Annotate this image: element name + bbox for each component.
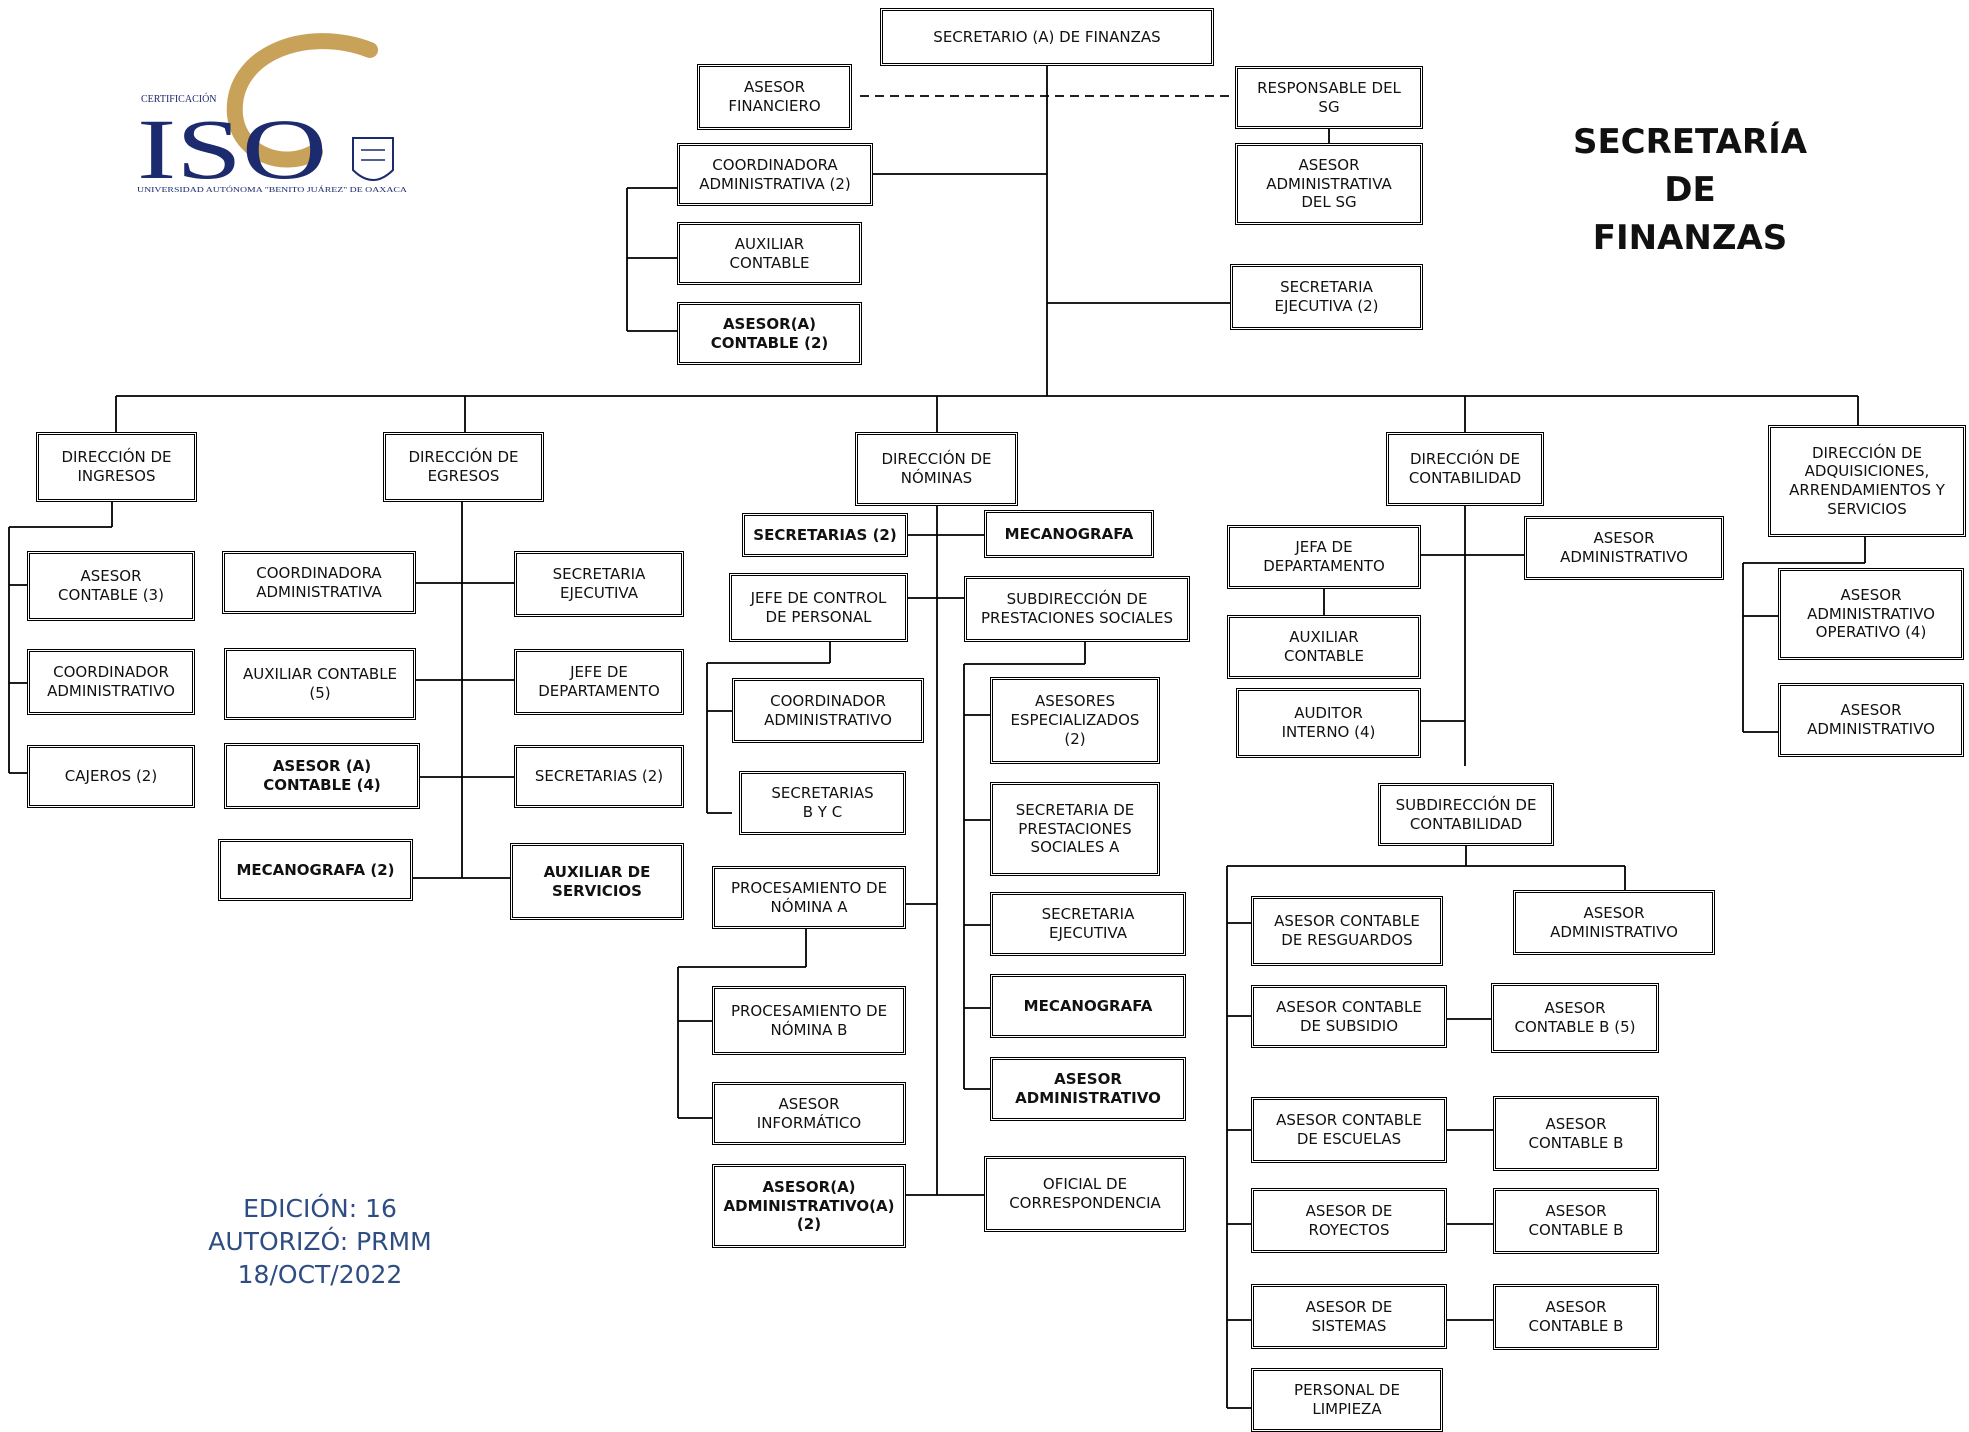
node-dir-egresos: DIRECCIÓN DE EGRESOS (383, 432, 544, 502)
node-con-asesor-subsidio: ASESOR CONTABLE DE SUBSIDIO (1251, 985, 1447, 1048)
node-auxiliar-contable-top: AUXILIAR CONTABLE (677, 222, 862, 285)
node-egr-asesor-contable: ASESOR (A) CONTABLE (4) (224, 743, 420, 809)
node-ing-cajeros: CAJEROS (2) (27, 745, 195, 808)
node-nom-asesor-informatico: ASESOR INFORMÁTICO (712, 1082, 906, 1145)
shield-icon (352, 137, 394, 181)
node-secretario: SECRETARIO (A) DE FINANZAS (880, 8, 1214, 66)
node-dir-ingresos: DIRECCIÓN DE INGRESOS (36, 432, 197, 502)
logo-gold-swoosh (226, 33, 378, 168)
node-nom-proc-a: PROCESAMIENTO DE NÓMINA A (712, 866, 906, 929)
node-ing-asesor-contable: ASESOR CONTABLE (3) (27, 551, 195, 621)
logo-arc-text: CERTIFICACIÓN (141, 93, 217, 105)
node-dir-adquisiciones: DIRECCIÓN DE ADQUISICIONES, ARRENDAMIENT… (1768, 425, 1966, 537)
node-con-asesor-escuelas: ASESOR CONTABLE DE ESCUELAS (1251, 1097, 1447, 1163)
node-con-asesor-b5: ASESOR CONTABLE B (5) (1491, 983, 1659, 1053)
node-egr-coordinadora: COORDINADORA ADMINISTRATIVA (222, 551, 416, 614)
node-nom-secretaria-prest: SECRETARIA DE PRESTACIONES SOCIALES A (990, 782, 1160, 876)
node-con-asesor-admin: ASESOR ADMINISTRATIVO (1524, 516, 1724, 580)
node-asesor-financiero: ASESOR FINANCIERO (697, 64, 852, 130)
node-secretaria-ejecutiva-top: SECRETARIA EJECUTIVA (2) (1230, 264, 1423, 330)
node-con-subdireccion: SUBDIRECCIÓN DE CONTABILIDAD (1378, 783, 1554, 846)
node-dir-contabilidad: DIRECCIÓN DE CONTABILIDAD (1386, 432, 1544, 506)
logo-main-text: ISO (137, 101, 327, 195)
node-con-personal-limpieza: PERSONAL DE LIMPIEZA (1251, 1368, 1443, 1432)
node-egr-auxiliar-contable: AUXILIAR CONTABLE (5) (224, 648, 416, 720)
node-asesor-admin-sg: ASESOR ADMINISTRATIVA DEL SG (1235, 143, 1423, 225)
node-nom-mecanografa: MECANOGRAFA (984, 510, 1154, 558)
node-nom-secretarias: SECRETARIAS (2) (742, 513, 908, 557)
node-nom-proc-b: PROCESAMIENTO DE NÓMINA B (712, 986, 906, 1055)
node-nom-subdireccion: SUBDIRECCIÓN DE PRESTACIONES SOCIALES (964, 576, 1190, 642)
node-nom-asesor-admin2: ASESOR ADMINISTRATIVO (990, 1057, 1186, 1121)
node-nom-coordinador: COORDINADOR ADMINISTRATIVO (732, 678, 924, 743)
authorized-by: AUTORIZÓ: PRMM (208, 1227, 432, 1256)
node-con-jefa-depto: JEFA DE DEPARTAMENTO (1227, 525, 1421, 589)
node-nom-oficial: OFICIAL DE CORRESPONDENCIA (984, 1156, 1186, 1232)
edition-date: 18/OCT/2022 (237, 1260, 403, 1289)
edition-info: EDICIÓN: 16 AUTORIZÓ: PRMM 18/OCT/2022 (170, 1192, 470, 1291)
node-adq-asesor-admin: ASESOR ADMINISTRATIVO (1778, 683, 1964, 757)
iso-certification-logo: CERTIFICACIÓN ISO UNIVERSIDAD AUTÓNOMA "… (137, 33, 407, 195)
node-con-auditor: AUDITOR INTERNO (4) (1236, 688, 1421, 758)
node-nom-mecanografa2: MECANOGRAFA (990, 974, 1186, 1038)
node-asesor-contable-top: ASESOR(A) CONTABLE (2) (677, 302, 862, 365)
page-title: SECRETARÍA DE FINANZAS (1572, 122, 1808, 258)
node-con-asesor-b2: ASESOR CONTABLE B (1493, 1188, 1659, 1254)
node-con-asesor-royectos: ASESOR DE ROYECTOS (1251, 1188, 1447, 1253)
node-nom-asesores-esp: ASESORES ESPECIALIZADOS (2) (990, 677, 1160, 764)
edition-number: EDICIÓN: 16 (243, 1194, 397, 1223)
node-nom-secretaria-ejec: SECRETARIA EJECUTIVA (990, 892, 1186, 956)
node-con-asesor-resguardos: ASESOR CONTABLE DE RESGUARDOS (1251, 896, 1443, 966)
node-con-asesor-sistemas: ASESOR DE SISTEMAS (1251, 1284, 1447, 1349)
node-egr-jefe-depto: JEFE DE DEPARTAMENTO (514, 649, 684, 715)
node-responsable-sg: RESPONSABLE DEL SG (1235, 66, 1423, 129)
node-con-asesor-b1: ASESOR CONTABLE B (1493, 1096, 1659, 1171)
node-egr-auxiliar-servicios: AUXILIAR DE SERVICIOS (510, 843, 684, 920)
node-con-auxiliar: AUXILIAR CONTABLE (1227, 615, 1421, 679)
logo-subtitle: UNIVERSIDAD AUTÓNOMA "BENITO JUÁREZ" DE … (137, 186, 407, 194)
node-con-asesor-b3: ASESOR CONTABLE B (1493, 1284, 1659, 1350)
node-nom-asesor-admin: ASESOR(A) ADMINISTRATIVO(A) (2) (712, 1164, 906, 1248)
node-ing-coordinador: COORDINADOR ADMINISTRATIVO (27, 649, 195, 715)
node-con-asesor-admin2: ASESOR ADMINISTRATIVO (1513, 890, 1715, 955)
node-egr-secretarias: SECRETARIAS (2) (514, 745, 684, 808)
node-adq-asesor-operativo: ASESOR ADMINISTRATIVO OPERATIVO (4) (1778, 568, 1964, 660)
node-egr-secretaria-ejecutiva: SECRETARIA EJECUTIVA (514, 551, 684, 617)
node-coordinadora-admin-top: COORDINADORA ADMINISTRATIVA (2) (677, 143, 873, 206)
node-nom-jefe-control: JEFE DE CONTROL DE PERSONAL (729, 573, 908, 642)
node-dir-nominas: DIRECCIÓN DE NÓMINAS (855, 432, 1018, 506)
node-egr-mecanografa: MECANOGRAFA (2) (218, 839, 413, 901)
node-nom-secretarias-byc: SECRETARIAS B Y C (739, 771, 906, 835)
